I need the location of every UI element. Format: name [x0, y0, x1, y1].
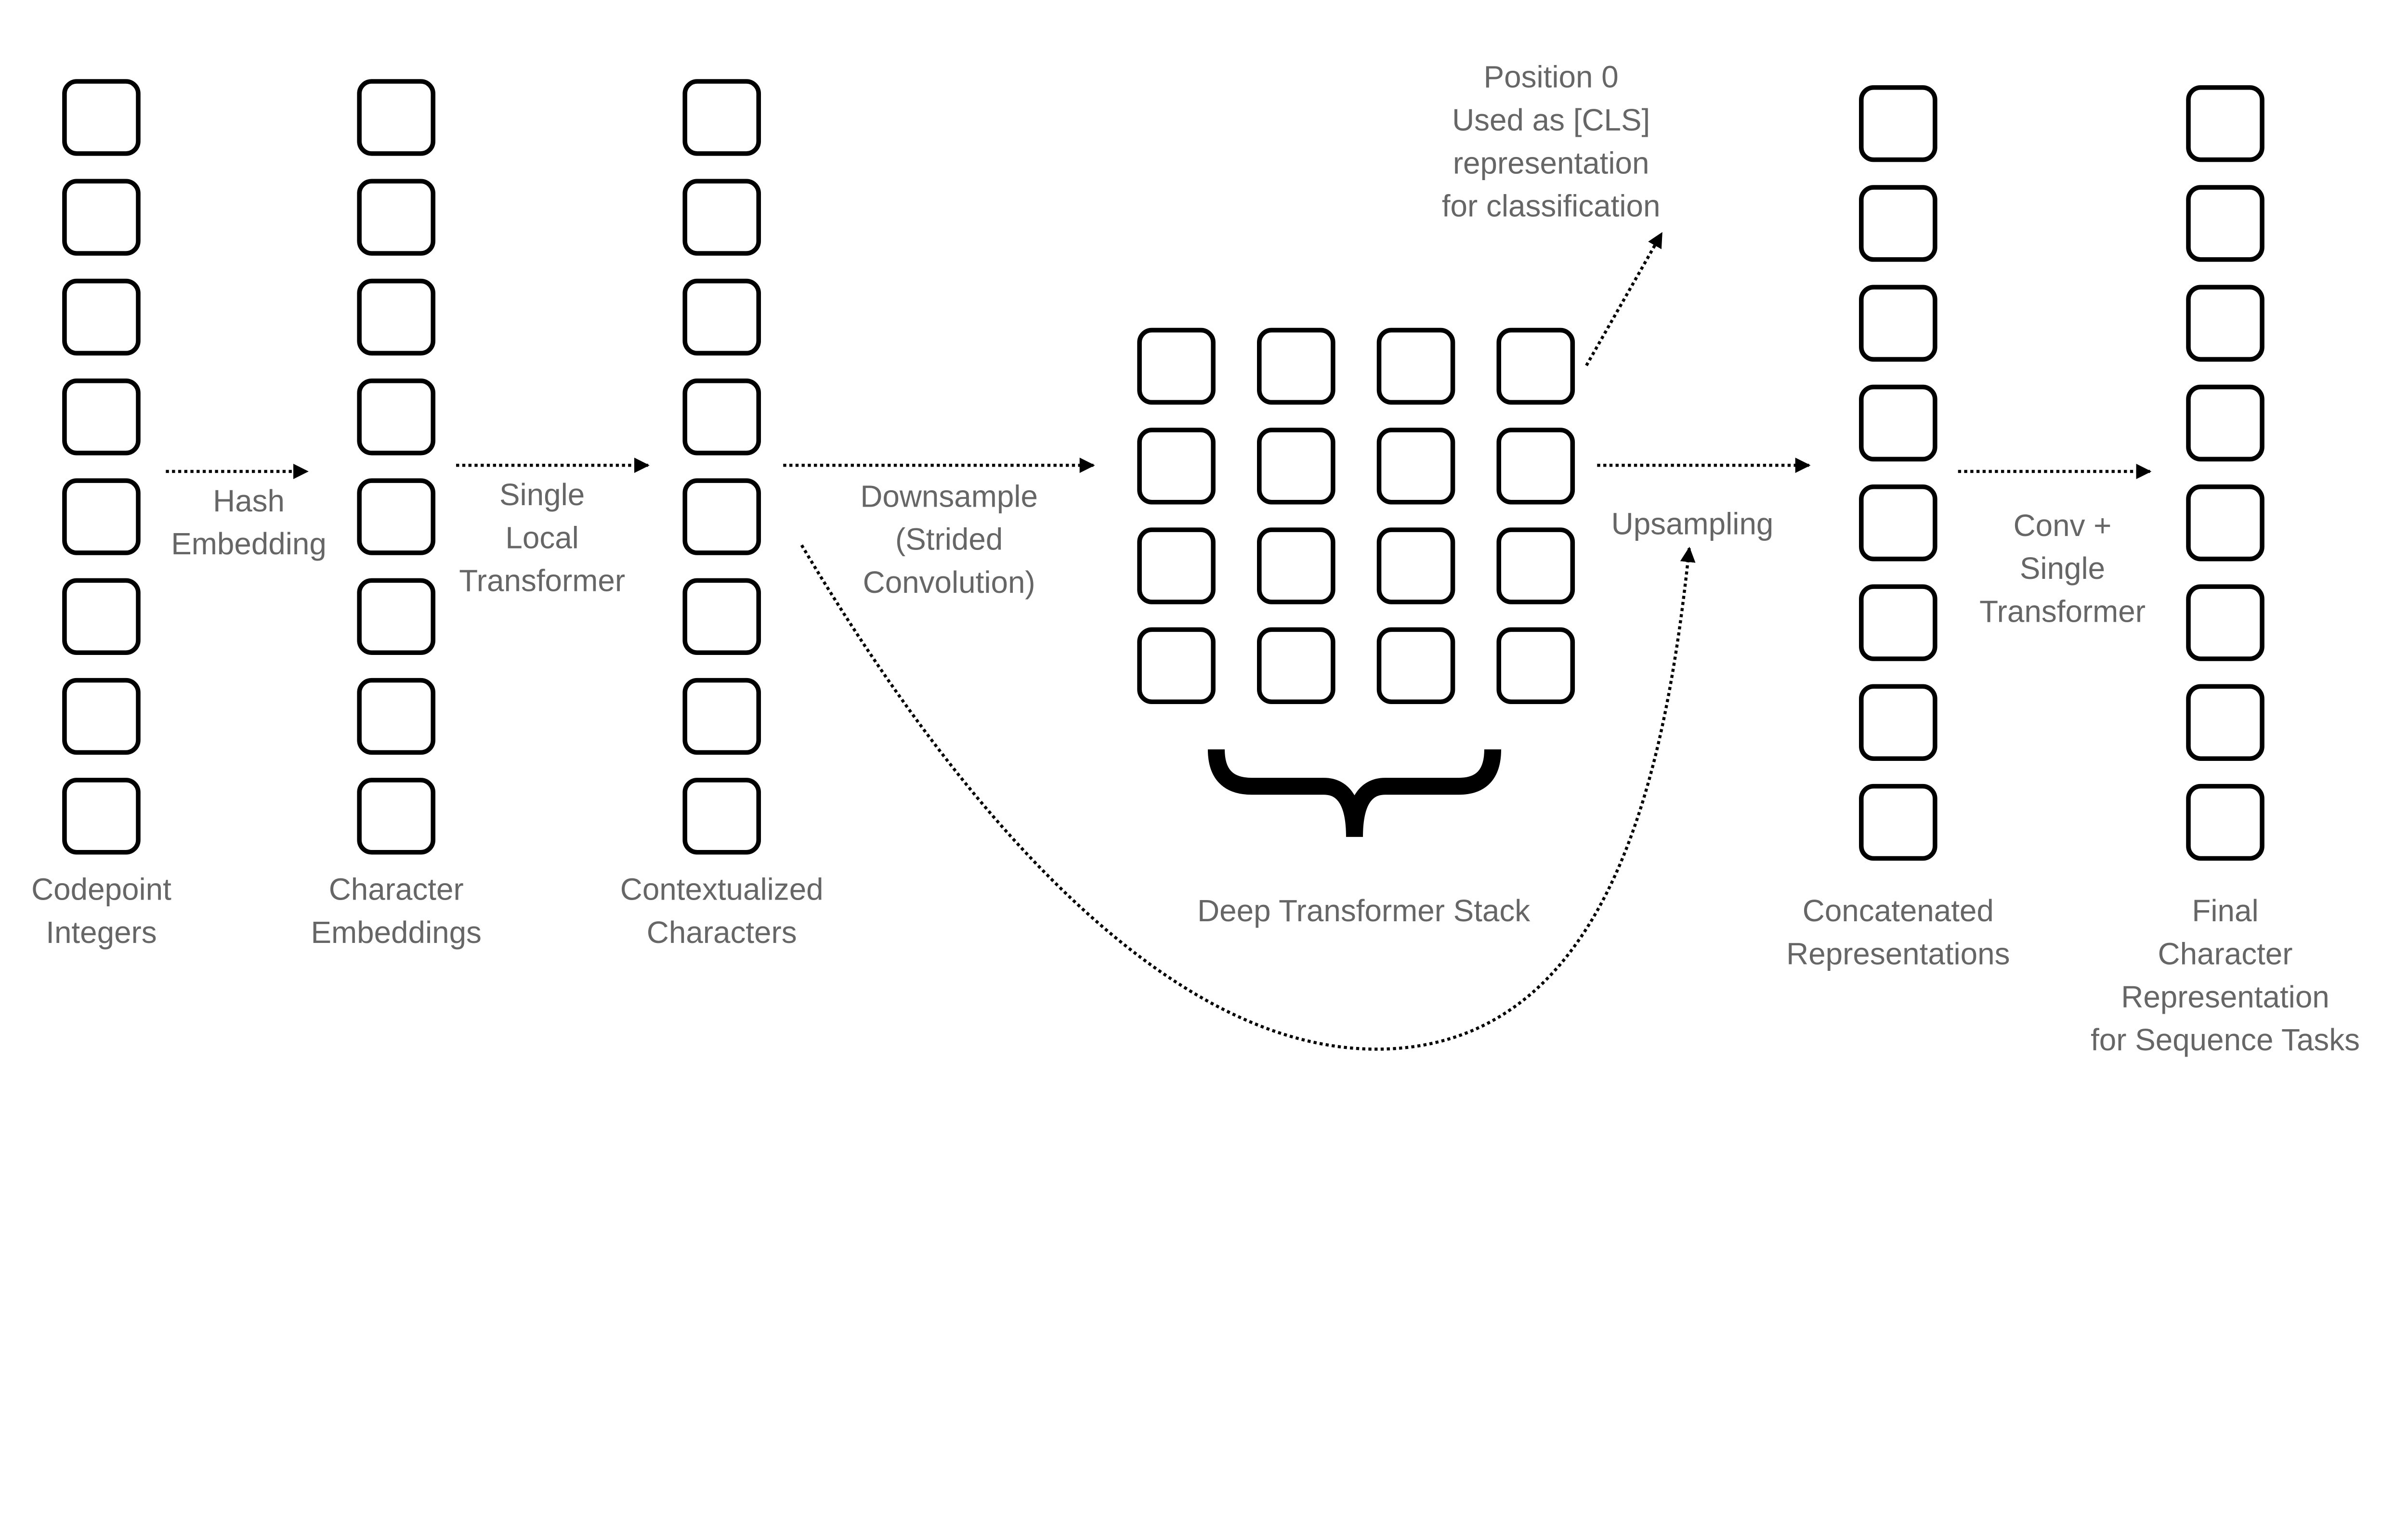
arrow-label: Downsample: [860, 479, 1038, 513]
stack-cell: [1376, 527, 1455, 604]
column-1-cell: [62, 778, 141, 855]
column-4-cell: [1859, 384, 1937, 462]
stack-cell: [1137, 428, 1216, 505]
arrow-label: Upsampling: [1611, 507, 1774, 541]
arrow-label: Conv +: [2014, 508, 2112, 543]
column-label: Codepoint: [31, 872, 171, 907]
stack-cell: [1376, 327, 1455, 405]
column-3-cell: [682, 379, 761, 456]
column-4-cell: [1859, 285, 1937, 362]
column-1-cell: [62, 179, 141, 256]
column-1-cell: [62, 678, 141, 755]
column-5-cell: [2186, 85, 2264, 162]
column-4-cell: [1859, 85, 1937, 162]
arrow-label: Transformer: [459, 563, 625, 598]
column-label: Integers: [46, 915, 157, 950]
stack-cell: [1137, 527, 1216, 604]
column-4-cell: [1859, 484, 1937, 562]
column-1-cell: [62, 278, 141, 356]
column-2-cell: [357, 278, 436, 356]
arrow-label: Transformer: [1979, 594, 2146, 628]
column-label: Embeddings: [311, 915, 481, 950]
arrow-label: Embedding: [171, 526, 327, 561]
column-3-cell: [682, 578, 761, 655]
stack-cell: [1137, 327, 1216, 405]
column-5-cell: [2186, 584, 2264, 661]
cls-arrow: [1585, 232, 1663, 366]
column-5-cell: [2186, 784, 2264, 861]
column-4-cell: [1859, 185, 1937, 262]
column-2-cell: [357, 778, 436, 855]
column-4-cell: [1859, 784, 1937, 861]
skip-connection-arrow: [800, 544, 1696, 1051]
cls-note: Used as [CLS]: [1452, 103, 1650, 137]
stack-cell: [1257, 527, 1335, 604]
column-label: Representations: [1786, 937, 2010, 971]
column-1-cell: [62, 578, 141, 655]
column-label: Representation: [2121, 980, 2329, 1014]
stack-cell: [1137, 627, 1216, 705]
column-label: Final: [2192, 893, 2258, 928]
arrow-label: (Strided: [895, 522, 1003, 557]
column-3-cell: [682, 478, 761, 555]
column-1-cell: [62, 79, 141, 156]
stack-label: Deep Transformer Stack: [1197, 893, 1530, 928]
column-4-cell: [1859, 684, 1937, 761]
column-5-cell: [2186, 185, 2264, 262]
stack-cell: [1496, 627, 1575, 705]
stack-cell: [1257, 627, 1335, 705]
column-3-cell: [682, 678, 761, 755]
column-5-cell: [2186, 384, 2264, 462]
column-label: Contextualized: [620, 872, 824, 907]
stack-brace: [1207, 749, 1502, 837]
column-label: for Sequence Tasks: [2091, 1022, 2360, 1057]
column-3-cell: [682, 179, 761, 256]
column-label: Character: [2158, 937, 2293, 971]
column-label: Character: [329, 872, 464, 907]
arrow-label: Convolution): [863, 565, 1035, 600]
column-5-cell: [2186, 684, 2264, 761]
column-3-cell: [682, 278, 761, 356]
cls-note: Position 0: [1484, 60, 1619, 94]
column-2-cell: [357, 678, 436, 755]
column-2-cell: [357, 578, 436, 655]
column-2-cell: [357, 179, 436, 256]
column-1-cell: [62, 478, 141, 555]
stack-cell: [1376, 428, 1455, 505]
column-2-cell: [357, 478, 436, 555]
stack-cell: [1496, 527, 1575, 604]
stack-cell: [1376, 627, 1455, 705]
column-3-cell: [682, 79, 761, 156]
stack-cell: [1257, 327, 1335, 405]
cls-note: for classification: [1442, 189, 1661, 223]
arrow-label: Single: [499, 477, 585, 512]
column-3-cell: [682, 778, 761, 855]
arrow-label: Single: [2020, 551, 2105, 586]
stack-cell: [1257, 428, 1335, 505]
column-4-cell: [1859, 584, 1937, 661]
column-label: Characters: [647, 915, 797, 950]
stack-cell: [1496, 428, 1575, 505]
column-2-cell: [357, 379, 436, 456]
cls-note: representation: [1453, 145, 1649, 180]
arrow-label: Local: [505, 520, 578, 555]
column-label: Concatenated: [1803, 893, 1994, 928]
column-1-cell: [62, 379, 141, 456]
arrow-label: Hash: [213, 484, 285, 518]
column-5-cell: [2186, 285, 2264, 362]
stack-cell: [1496, 327, 1575, 405]
canine-architecture-diagram: CodepointIntegersCharacterEmbeddingsCont…: [31, 60, 2360, 1057]
column-5-cell: [2186, 484, 2264, 562]
column-2-cell: [357, 79, 436, 156]
